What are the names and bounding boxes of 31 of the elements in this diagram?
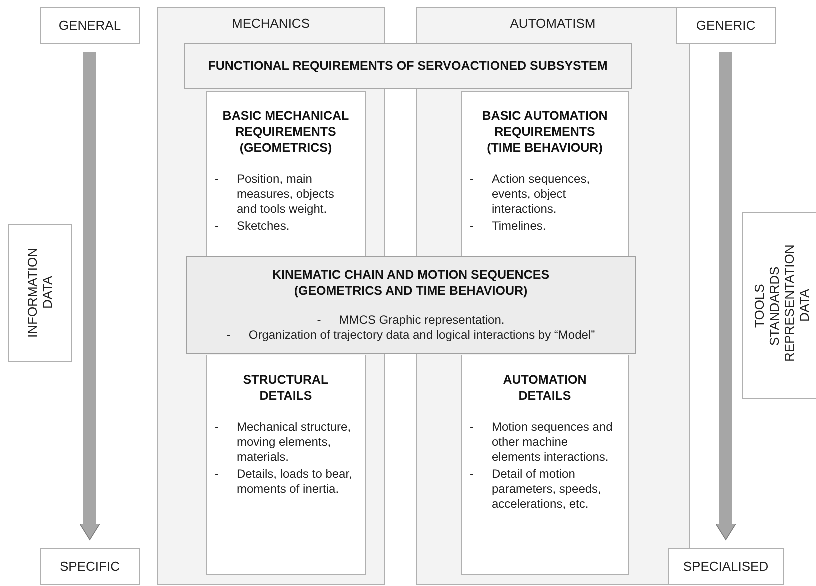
column-heading: AUTOMATION DETAILS (502, 372, 588, 404)
bullet-item: - Action sequences, events, object interactions. (470, 172, 592, 217)
bullet-item: - Motion sequences and other machine elements interactions. (470, 420, 614, 465)
bullet-item: - Details, loads to bear, moments of inertia. (215, 467, 354, 497)
side-box: TOOLS STANDARDS REPRESENTATION DATA (742, 212, 816, 399)
panel-heading: AUTOMATISM (510, 16, 596, 31)
bullet-item: - Sketches. (215, 219, 291, 234)
requirements-column (206, 91, 366, 257)
bullet-item: - Organization of trajectory data and logical interactions by “Model” (226, 328, 596, 343)
kinematic-box (186, 256, 636, 354)
requirements-box: FUNCTIONAL REQUIREMENTS OF SERVOACTIONED SUBSYSTEM (184, 43, 632, 89)
box-heading: KINEMATIC CHAIN AND MOTION SEQUENCES (GEOMETRICS AND TIME BEHAVIOUR) (271, 267, 551, 299)
side-box: INFORMATION DATA (8, 224, 72, 362)
bullet-item: - Position, main measures, objects and tools weight. (215, 172, 336, 217)
requirements-column (206, 355, 366, 575)
level-box: GENERAL (40, 7, 140, 44)
panel-heading: MECHANICS (232, 16, 310, 31)
column-heading: BASIC MECHANICAL REQUIREMENTS (GEOMETRICS) (222, 108, 350, 156)
level-box: SPECIFIC (40, 548, 140, 585)
level-box: SPECIALISED (668, 548, 784, 585)
arrow (716, 52, 736, 540)
column-heading: STRUCTURAL DETAILS (242, 372, 330, 404)
bullet-item: - MMCS Graphic representation. (317, 313, 505, 328)
level-box: GENERIC (676, 7, 776, 44)
bullet-item: - Detail of motion parameters, speeds, accelerations, etc. (470, 467, 602, 512)
arrow (80, 52, 100, 540)
bullet-item: - Timelines. (470, 219, 548, 234)
requirements-column (461, 91, 629, 257)
requirements-column (461, 355, 629, 575)
column-heading: BASIC AUTOMATION REQUIREMENTS (TIME BEHAVIOUR) (481, 108, 609, 156)
bullet-item: - Mechanical structure, moving elements, materials. (215, 420, 352, 465)
